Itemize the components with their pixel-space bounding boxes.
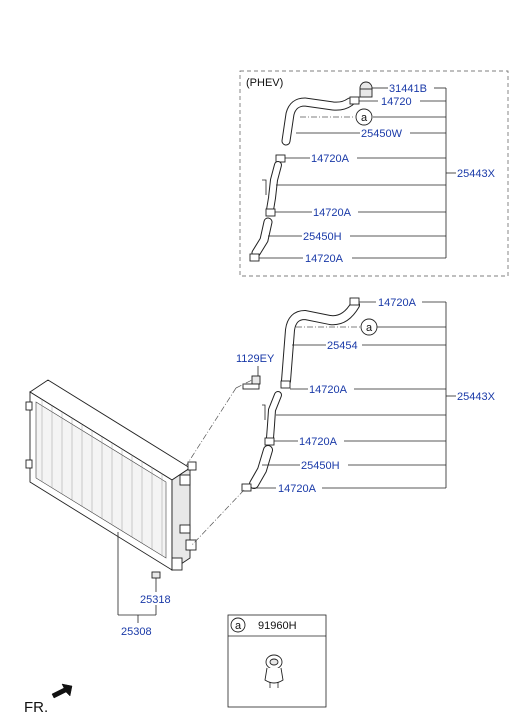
label-phev-14720a-2: 14720A: [313, 207, 352, 219]
grommet-91960h: [264, 654, 284, 688]
legend-box: a 91960H: [227, 614, 327, 708]
label-25318: 25318: [140, 594, 171, 606]
label-14720: 14720: [381, 96, 412, 108]
clamp-14720a-low: [264, 437, 275, 446]
main-circle-a-label: a: [366, 322, 373, 334]
label-phev-14720a-3: 14720A: [305, 253, 344, 265]
legend-circle-a: [230, 617, 246, 633]
label-25450w: 25450W: [361, 128, 403, 140]
phev-pipe: [262, 161, 282, 214]
hose-25450h: [249, 445, 273, 489]
pipe-main: [262, 391, 282, 442]
label-phev-14720a-1: 14720A: [311, 153, 350, 165]
clamp-14720a-mid: [280, 380, 291, 389]
label-25308: 25308: [121, 626, 152, 638]
phev-clamp-14720a-2: [265, 208, 276, 217]
phev-box: (PHEV): [239, 70, 509, 277]
radiator-25308: [25, 379, 197, 571]
label-14720a-bot: 14720A: [278, 483, 317, 495]
hose-25454: [281, 300, 360, 386]
phev-hose-upper: [281, 97, 355, 146]
main-circle-a: [360, 318, 378, 336]
phev-leaders: [259, 87, 456, 259]
phev-box-border: [239, 70, 509, 277]
label-14720a-top: 14720A: [378, 297, 417, 309]
phev-hose-25450h: [251, 217, 273, 258]
phev-circle-a-label: a: [361, 112, 368, 124]
label-main-25443x: 25443X: [457, 391, 496, 403]
label-31441b: 31441B: [389, 83, 427, 95]
legend-part-label: 91960H: [258, 620, 297, 632]
front-arrow-icon: [51, 683, 73, 699]
main-leaders: [117, 301, 456, 623]
phev-clamp-14720a-3: [249, 253, 260, 262]
phev-box-title: (PHEV): [246, 77, 283, 89]
label-14720a-low: 14720A: [299, 436, 338, 448]
label-14720a-mid: 14720A: [309, 384, 348, 396]
legend-box-border: [227, 614, 327, 708]
drain-plug-25318: [151, 571, 161, 579]
phev-cap-31441b: [359, 81, 373, 98]
front-direction: FR.: [24, 683, 73, 716]
front-label: FR.: [24, 699, 48, 716]
main-assembly: a 14720A 25454 1129EY 14720A 25443X 1472…: [25, 297, 496, 638]
label-25454: 25454: [327, 340, 358, 352]
clamp-14720a-top: [349, 297, 360, 306]
label-1129ey: 1129EY: [236, 353, 275, 365]
label-phev-25443x: 25443X: [457, 168, 496, 180]
phev-circle-a: [355, 108, 373, 126]
phev-clamp-14720: [349, 96, 360, 105]
bolt-1129ey: [242, 375, 261, 390]
phev-clamp-14720a-1: [275, 154, 286, 163]
label-phev-25450h: 25450H: [303, 231, 342, 243]
legend-circle-a-label: a: [235, 620, 242, 632]
label-main-25450h: 25450H: [301, 460, 340, 472]
clamp-14720a-bot: [241, 483, 252, 492]
